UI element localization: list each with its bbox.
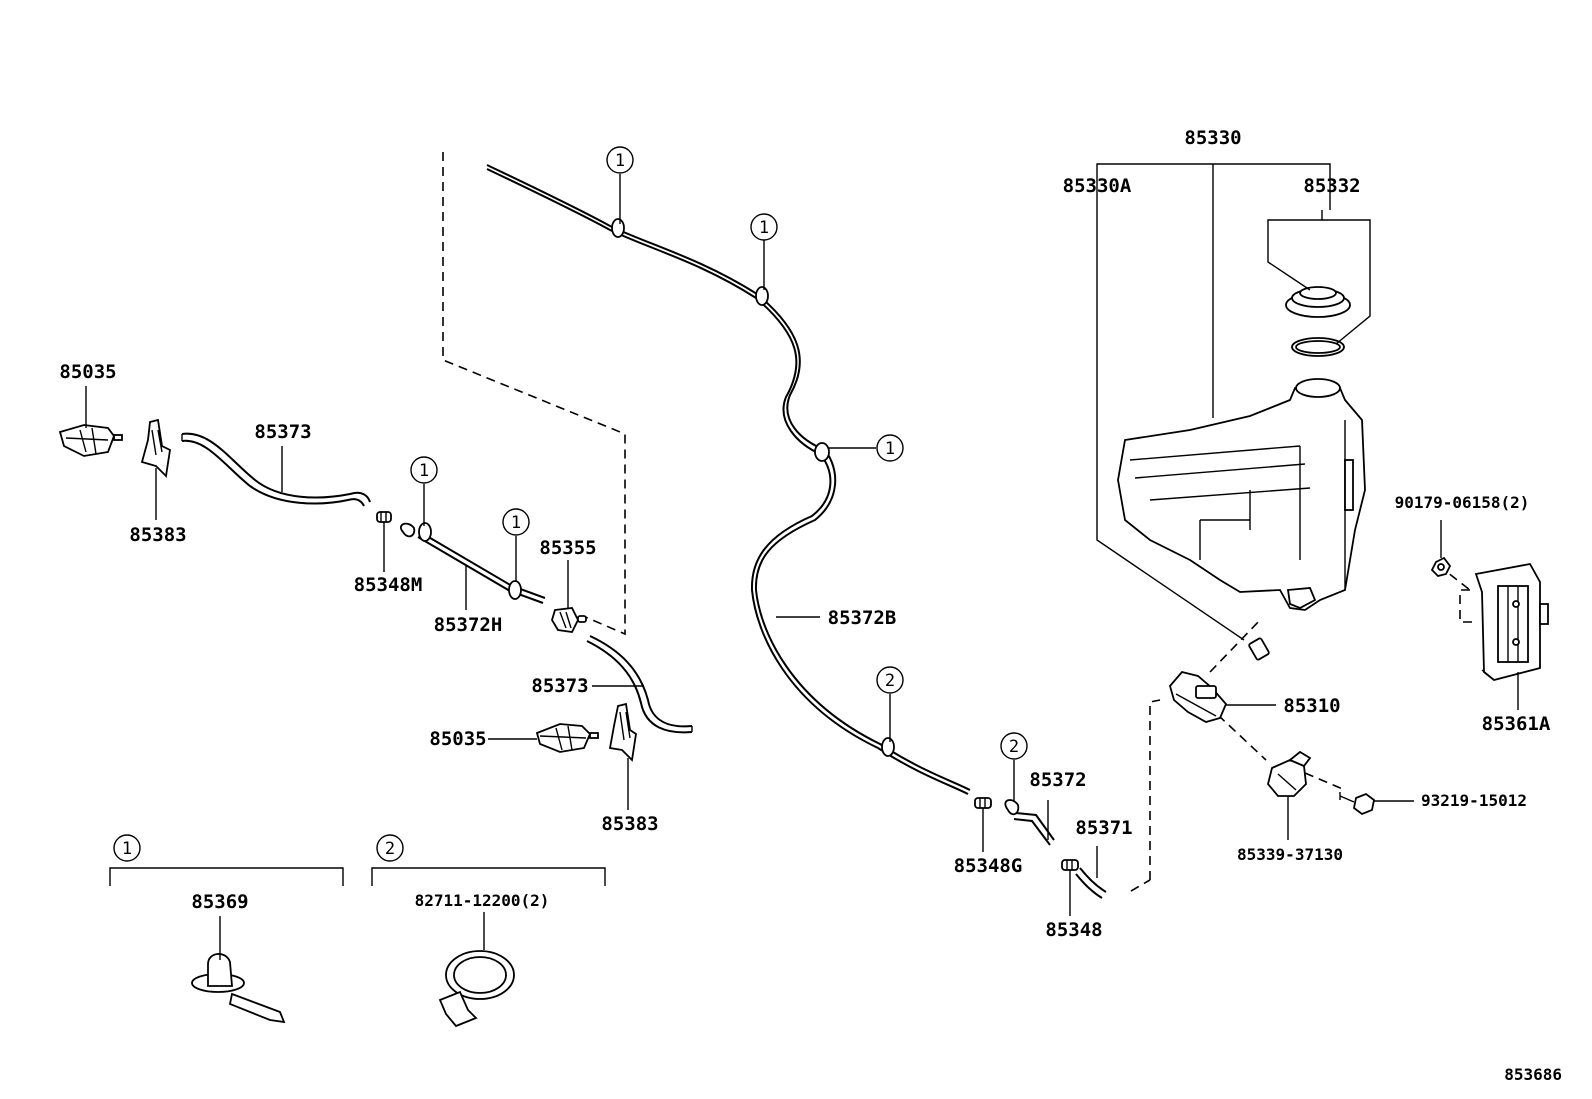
- connector-85355: [551, 607, 587, 633]
- label-85355: 85355: [539, 537, 596, 559]
- hose-85371: [1075, 867, 1107, 899]
- svg-text:1: 1: [885, 439, 895, 459]
- bolt-93219: [1339, 792, 1375, 816]
- label-85383-top: 85383: [129, 524, 186, 546]
- connectors: [376, 511, 1079, 871]
- callout-markers: 1 1 1 1 1 2 2 1 2: [113, 146, 1028, 862]
- legend-marker-1: 1: [113, 834, 141, 862]
- bracket-85383-top: [140, 418, 171, 478]
- hose-85372h: [417, 531, 546, 604]
- label-85373-top: 85373: [254, 421, 311, 443]
- label-85361a: 85361A: [1482, 713, 1551, 735]
- callout-circle-1b: 1: [750, 213, 778, 241]
- label-85383-bot: 85383: [601, 813, 658, 835]
- label-85348: 85348: [1045, 919, 1102, 941]
- hose-85373-mid: [586, 635, 693, 734]
- hose-85372b: [486, 164, 971, 795]
- label-85371: 85371: [1075, 817, 1132, 839]
- svg-text:1: 1: [759, 218, 769, 238]
- label-85310: 85310: [1283, 695, 1340, 717]
- leader-lines: [85, 163, 1519, 960]
- label-85332: 85332: [1303, 175, 1360, 197]
- connector-85348m: [376, 511, 392, 523]
- clamp-82711-illustration: [438, 950, 515, 1028]
- callout-circle-1c: 1: [876, 434, 904, 462]
- label-85372: 85372: [1029, 769, 1086, 791]
- connector-85348g: [974, 797, 992, 809]
- part-labels: 85330 85330A 85332 90179-06158(2) 85361A…: [59, 127, 1562, 1084]
- nozzle-85035-mid: [535, 723, 599, 753]
- label-93219: 93219-15012: [1421, 791, 1527, 810]
- bracket-85361a: [1474, 562, 1549, 681]
- nut-90179: [1430, 556, 1452, 577]
- grommet-85339: [1267, 750, 1312, 797]
- svg-text:1: 1: [419, 461, 429, 481]
- clamp-85369-illustration: [191, 953, 286, 1024]
- hose-clamps: [400, 218, 1020, 816]
- label-85348m: 85348M: [354, 574, 423, 596]
- svg-text:2: 2: [1009, 737, 1019, 757]
- label-85339: 85339-37130: [1237, 845, 1343, 864]
- label-85372b: 85372B: [828, 607, 897, 629]
- cap-85332: [1285, 286, 1351, 357]
- svg-text:1: 1: [615, 151, 625, 171]
- nozzle-85035-top: [58, 424, 123, 457]
- washer-tank-85330: [1117, 378, 1366, 611]
- svg-text:1: 1: [511, 513, 521, 533]
- label-82711: 82711-12200(2): [415, 891, 550, 910]
- callout-circle-2a: 2: [876, 666, 904, 694]
- label-85330a: 85330A: [1063, 175, 1132, 197]
- bracket-85383-bot: [608, 702, 637, 762]
- label-85369: 85369: [191, 891, 248, 913]
- label-90179: 90179-06158(2): [1395, 493, 1530, 512]
- callout-circle-1d: 1: [410, 456, 438, 484]
- connector-85348: [1061, 859, 1079, 871]
- label-85372h: 85372H: [434, 614, 503, 636]
- label-85035-mid: 85035: [429, 728, 486, 750]
- svg-text:2: 2: [885, 671, 895, 691]
- callout-circle-2b: 2: [1000, 732, 1028, 760]
- hose-85373-top: [181, 432, 371, 507]
- label-85330: 85330: [1184, 127, 1241, 149]
- label-85373-mid: 85373: [531, 675, 588, 697]
- diagram-id: 853686: [1504, 1065, 1562, 1084]
- svg-text:1: 1: [122, 839, 132, 859]
- label-85348g: 85348G: [954, 855, 1023, 877]
- callout-circle-1e: 1: [502, 508, 530, 536]
- legend-marker-2: 2: [376, 834, 404, 862]
- dashed-guides: [442, 152, 1475, 892]
- callout-circle-1a: 1: [606, 146, 634, 174]
- label-85035-top: 85035: [59, 361, 116, 383]
- svg-text:2: 2: [385, 839, 395, 859]
- pump-85310: [1169, 637, 1270, 723]
